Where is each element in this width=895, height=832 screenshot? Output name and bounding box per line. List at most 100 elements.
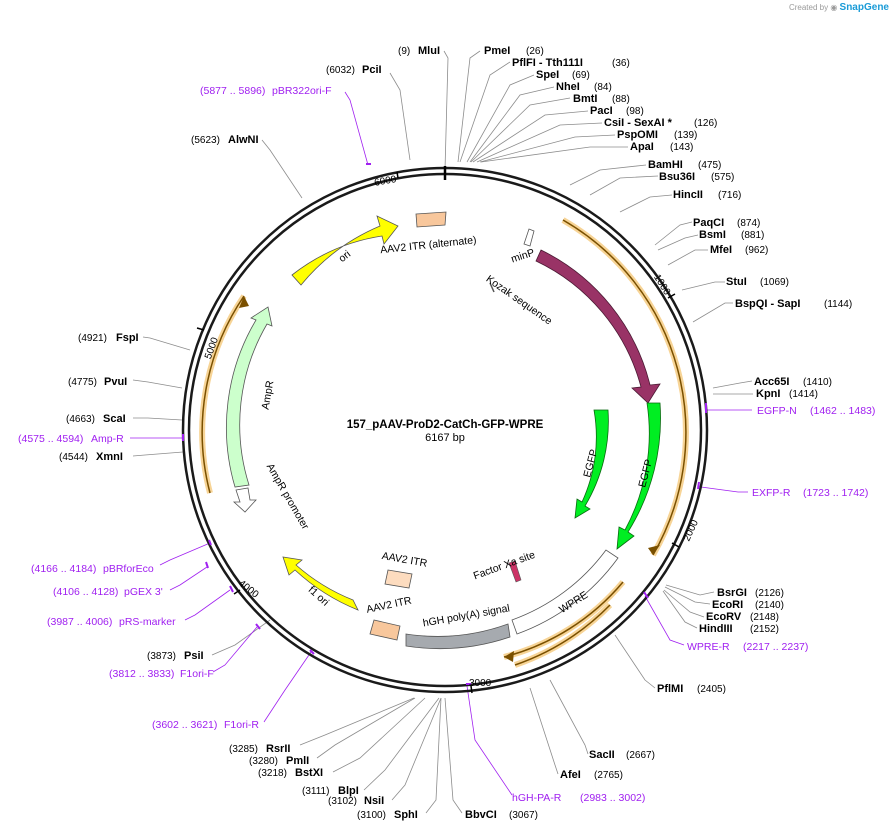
feature-aav2-itr-alternate[interactable] (415, 211, 447, 228)
feature-label-kozak: Kozak sequence (484, 273, 555, 327)
feature-factor-xa[interactable] (508, 560, 522, 583)
enzyme-pos-ecori: (2140) (755, 600, 784, 611)
enzyme-pmli: PmlI (286, 755, 309, 767)
feature-aav2-itr[interactable] (369, 619, 401, 641)
enzyme-pos-psii: (3873) (147, 651, 176, 662)
tick-6000: 6000 (373, 174, 397, 189)
enzyme-pos-nsii: (3102) (328, 796, 357, 807)
enzyme-rsrii: RsrII (266, 743, 290, 755)
enzyme-pos-paci: (98) (626, 106, 644, 117)
enzyme-scai: ScaI (103, 413, 126, 425)
enzyme-pos-bsrgi: (2126) (755, 588, 784, 599)
enzyme-bamhi: BamHI (648, 159, 683, 171)
feature-chr2[interactable] (535, 249, 661, 404)
enzyme-pos-bspqi: (1144) (824, 299, 852, 310)
feature-ampr[interactable] (226, 306, 273, 488)
feature-label-ampr: AmpR (260, 379, 277, 410)
enzyme-pos-mfei: (962) (745, 245, 768, 256)
enzyme-pos-acc65i: (1410) (803, 377, 832, 388)
enzyme-pflfi: PflFI - Tth111I (512, 57, 583, 69)
enzyme-ecori: EcoRI (712, 599, 743, 611)
enzyme-pos-pflmi: (2405) (697, 684, 726, 695)
primer-bars (182, 163, 707, 685)
feature-f1-ori[interactable] (282, 556, 359, 611)
feature-egfp-inner[interactable] (574, 409, 609, 519)
enzyme-pos-paqci: (874) (737, 218, 760, 229)
enzyme-pos-bbvci: (3067) (509, 810, 538, 821)
enzyme-bstxi: BstXI (295, 767, 323, 779)
enzyme-bbvci: BbvCI (465, 809, 497, 821)
enzyme-pos-bamhi: (475) (698, 160, 721, 171)
enzyme-bsrgi: BsrGI (717, 587, 747, 599)
enzyme-blpi: BlpI (338, 785, 359, 797)
enzyme-pos-xmni: (4544) (59, 452, 88, 463)
tick-4000: 4000 (236, 578, 261, 601)
enzyme-apai: ApaI (630, 141, 654, 153)
primer-pgex-3: pGEX 3' (124, 586, 163, 598)
enzyme-xmni: XmnI (96, 451, 123, 463)
enzyme-pos-kpni: (1414) (789, 389, 818, 400)
enzyme-paqci: PaqCI (693, 217, 724, 229)
feature-label-aav2-itr-alt: AAV2 ITR (alternate) (380, 234, 477, 256)
feature-label-aav2-itr-inner: AAV2 ITR (381, 550, 429, 570)
feature-ampr-promoter[interactable] (232, 487, 257, 513)
feature-minp[interactable] (523, 228, 535, 247)
enzyme-pmei: PmeI (484, 45, 510, 57)
orf-arcs (199, 217, 689, 668)
enzyme-sacii: SacII (589, 749, 615, 761)
enzyme-pos-bsmi: (881) (741, 230, 764, 241)
enzyme-pos-pvui: (4775) (68, 377, 97, 388)
enzyme-pos-rsrii: (3285) (229, 744, 258, 755)
feature-label-minp: minP (510, 247, 536, 266)
enzyme-pos-stui: (1069) (760, 277, 789, 288)
enzyme-pos-pcii: (6032) (326, 65, 355, 76)
enzyme-labels: (9) MluI PmeI (26) PflFI - Tth111I (36) … (59, 45, 852, 821)
primer-range-pgex-3: (4106 .. 4128) (53, 586, 118, 598)
feature-label-factor-xa: Factor Xa site (472, 549, 537, 582)
primer-wpre-r: WPRE-R (687, 641, 730, 653)
enzyme-pos-hindiii: (2152) (750, 624, 779, 635)
enzyme-pos-pflfi: (36) (612, 58, 630, 69)
snapgene-logo-icon: ◉ (830, 3, 838, 12)
enzyme-pflmi: PflMI (657, 683, 683, 695)
enzyme-pos-nhei: (84) (594, 82, 612, 93)
enzyme-pos-alwni: (5623) (191, 135, 220, 146)
primer-range-pbr322ori-f: (5877 .. 5896) (200, 85, 265, 97)
tick-3000: 3000 (469, 678, 492, 689)
enzyme-mlui: MluI (418, 45, 440, 57)
feature-hgh-polya[interactable] (405, 623, 511, 650)
enzyme-spei: SpeI (536, 69, 559, 81)
feature-aav2-itr-inner[interactable] (384, 569, 413, 589)
primer-range-f1ori-f: (3812 .. 3833) (109, 668, 174, 680)
enzyme-mfei: MfeI (710, 244, 732, 256)
enzyme-pos-scai: (4663) (66, 414, 95, 425)
enzyme-kpni: KpnI (756, 388, 780, 400)
primer-range-egfp-n: (1462 .. 1483) (810, 405, 875, 417)
primer-range-amp-r: (4575 .. 4594) (18, 433, 83, 445)
enzyme-hindiii: HindIII (699, 623, 733, 635)
enzyme-pos-pmei: (26) (526, 46, 544, 57)
enzyme-pos-mlui: (9) (398, 46, 410, 57)
enzyme-sphi: SphI (394, 809, 418, 821)
feature-label-aav2-itr-lower: AAV2 ITR (365, 594, 413, 615)
enzyme-pos-afei: (2765) (594, 770, 623, 781)
enzyme-stui: StuI (726, 276, 747, 288)
enzyme-pos-apai: (143) (670, 142, 693, 153)
enzyme-pvui: PvuI (104, 376, 127, 388)
primer-range-wpre-r: (2217 .. 2237) (743, 641, 808, 653)
features (226, 211, 661, 650)
primer-pbr322ori-f: pBR322ori-F (272, 85, 332, 97)
feature-wpre[interactable] (511, 549, 619, 635)
enzyme-pos-pmli: (3280) (249, 756, 278, 767)
brand-name: SnapGene (839, 2, 889, 13)
feature-egfp-outer[interactable] (616, 402, 661, 550)
brand-created-by: Created by (788, 3, 829, 12)
primer-f1ori-r: F1ori-R (224, 719, 259, 731)
plasmid-length: 6167 bp (425, 432, 465, 444)
primer-range-exfp-r: (1723 .. 1742) (803, 487, 868, 499)
feature-ori[interactable] (291, 215, 399, 286)
enzyme-pos-pspomi: (139) (674, 130, 697, 141)
enzyme-bspqi: BspQI - SapI (735, 298, 800, 310)
enzyme-ecorv: EcoRV (706, 611, 742, 623)
